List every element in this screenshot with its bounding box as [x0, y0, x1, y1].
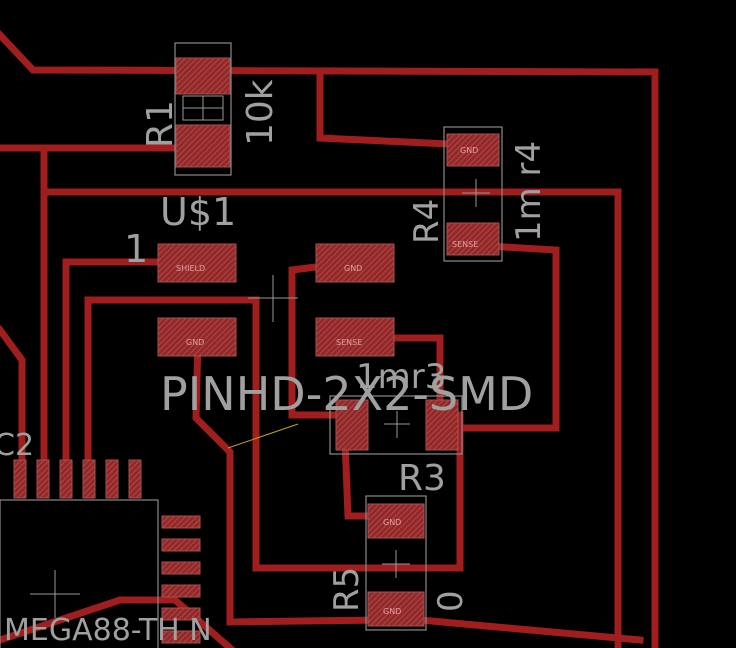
pad-gnd-right — [315, 243, 395, 283]
r3-pad-1 — [335, 399, 369, 451]
pin1-label: 1 — [124, 227, 148, 271]
pad-sense — [315, 317, 395, 357]
ic-top-pins — [13, 459, 142, 499]
r5-pad-2 — [367, 591, 425, 627]
r4-name-label: R4 — [407, 199, 447, 244]
svg-text:SENSE: SENSE — [452, 240, 478, 249]
r4-pad-2 — [446, 222, 500, 256]
airwire — [227, 423, 299, 449]
ic-mega88 — [0, 459, 201, 648]
ic-name-label: C2 — [0, 428, 34, 463]
pad-shield-label: SHIELD — [176, 264, 205, 273]
trace-left-stub — [0, 325, 26, 474]
pad-gnd-left — [157, 317, 237, 357]
svg-text:GND: GND — [460, 146, 478, 155]
r3-pad-2 — [425, 399, 459, 451]
r3-name-label: R3 — [398, 458, 446, 499]
pad-gnd-left-label: GND — [186, 338, 204, 347]
header-value-label: PINHD-2X2-SMD — [160, 367, 533, 421]
trace-top-loop — [0, 30, 659, 648]
r4-value-label: 1m r4 — [509, 141, 549, 242]
r5-value-label: 0 — [431, 590, 471, 612]
trace-gnd-pad — [192, 334, 384, 626]
svg-text:GND: GND — [383, 518, 401, 527]
svg-text:GND: GND — [383, 607, 401, 616]
r5-name-label: R5 — [327, 567, 367, 612]
pad-shield — [157, 243, 237, 283]
r3-value-label: 1mr3 — [356, 357, 446, 397]
r1-name-label: R1 — [140, 100, 181, 148]
trace-ic-bottom — [0, 596, 235, 648]
trace-inner-loop — [84, 296, 464, 572]
r1-value-label: 10k — [240, 79, 281, 146]
r1-pad-1 — [175, 57, 231, 95]
ic-right-pins — [161, 515, 201, 644]
origin-cross — [248, 275, 298, 322]
trace-r4-r3 — [436, 241, 560, 432]
trace-r4-link — [316, 68, 474, 149]
resistor-r3 — [329, 395, 463, 455]
trace-shield — [62, 258, 204, 474]
u1-name-label: U$1 — [160, 190, 236, 234]
ic-value-label: MEGA88-TH N — [4, 613, 212, 648]
r1-pad-2 — [175, 124, 231, 168]
r4-pad-1 — [446, 133, 500, 167]
pad-sense-label: SENSE — [336, 338, 362, 347]
trace-right-bottom — [416, 616, 644, 644]
trace-outer-rail — [40, 188, 622, 648]
resistor-r1 — [174, 42, 232, 176]
resistor-r5: GND GND — [365, 495, 427, 631]
r5-pad-1 — [367, 503, 425, 539]
header-pads: SHIELD GND GND SENSE — [157, 243, 395, 357]
pad-gnd-right-label: GND — [344, 264, 362, 273]
traces — [0, 30, 659, 648]
resistor-r4: GND SENSE — [443, 126, 503, 262]
